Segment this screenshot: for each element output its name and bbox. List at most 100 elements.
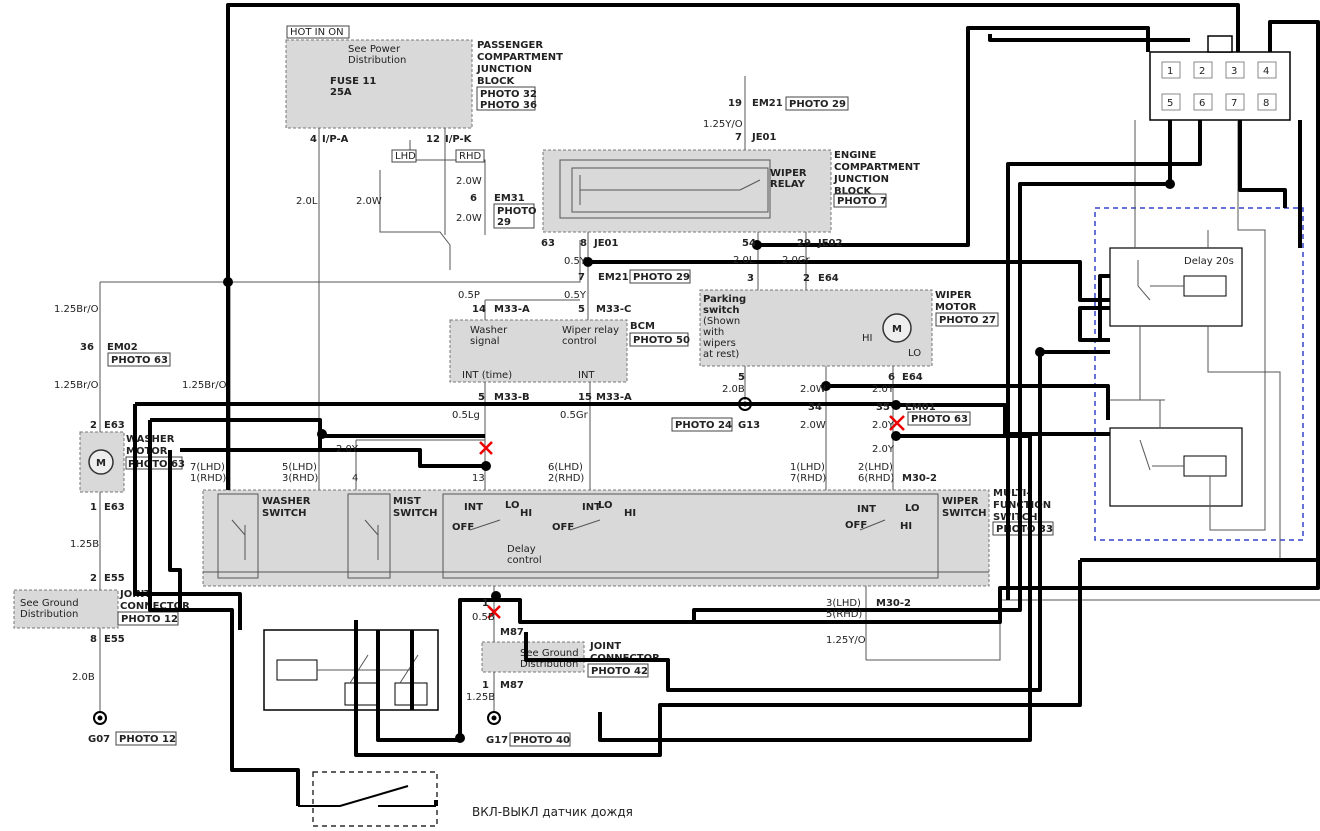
m33a-b: M33-A <box>596 392 632 403</box>
e55-b: E55 <box>104 634 125 645</box>
w05p: 0.5P <box>458 290 480 301</box>
hi-b: HI <box>624 508 636 519</box>
pcjb-2: COMPARTMENT <box>477 52 563 63</box>
washer-motor-m: M <box>96 458 106 469</box>
w20gr: 2.0Gr <box>782 255 811 266</box>
delay20-label: Delay 20s <box>1184 256 1234 267</box>
m302-b: M30-2 <box>876 598 911 609</box>
je01-7: 7 <box>735 132 742 143</box>
p2rhd: 2(RHD) <box>548 473 584 484</box>
em21-7: 7 <box>578 272 585 283</box>
p5: 5 <box>738 372 745 383</box>
w20w-d: 2.0W <box>800 384 826 395</box>
w20y-c: 2.0Y <box>872 444 895 455</box>
wiper-motor-1: WIPER <box>935 290 972 301</box>
p13: 13 <box>472 473 485 484</box>
em21-19: 19 <box>728 98 742 109</box>
photo29: PHOTO 29 <box>789 99 846 110</box>
e55-8: 8 <box>90 634 97 645</box>
pin-1: 1 <box>1167 66 1173 77</box>
e55: E55 <box>104 573 125 584</box>
p35: 35 <box>876 402 890 413</box>
je01: JE01 <box>751 132 777 143</box>
parking-3: (Shown <box>703 316 740 327</box>
p6rhd: 6(RHD) <box>858 473 894 484</box>
photo63: PHOTO 63 <box>111 355 168 366</box>
pin12: 12 <box>426 134 440 145</box>
ecjb-3: JUNCTION <box>833 174 889 185</box>
fuse-label: FUSE 11 <box>330 76 376 87</box>
p1lhd: 1(LHD) <box>790 462 825 473</box>
m33a: M33-A <box>494 304 530 315</box>
photo32: PHOTO 32 <box>480 89 537 100</box>
photo7: PHOTO 7 <box>837 196 887 207</box>
wiper-relay-ctrl-2: control <box>562 336 597 347</box>
int-c: INT <box>857 504 876 515</box>
em21-b: EM21 <box>598 272 629 283</box>
m87-1b: 1 <box>482 680 489 691</box>
wiper-relay-2: RELAY <box>770 179 806 190</box>
pin-6: 6 <box>1199 98 1205 109</box>
m33b-5: 5 <box>478 392 485 403</box>
photo12-b: PHOTO 12 <box>119 734 176 745</box>
m33c-5: 5 <box>578 304 585 315</box>
wiper-relay-1: WIPER <box>770 168 807 179</box>
ecjb-2: COMPARTMENT <box>834 162 920 173</box>
m87-1: 1 <box>482 598 489 609</box>
photo36: PHOTO 36 <box>480 100 537 111</box>
w125bro: 1.25Br/O <box>54 304 99 315</box>
ecjb-4: BLOCK <box>834 186 872 197</box>
pin-4: 4 <box>1263 66 1269 77</box>
wiper-motor-2: MOTOR <box>935 302 977 313</box>
pcjb-3: JUNCTION <box>476 64 532 75</box>
p2: 2 <box>803 273 810 284</box>
w05y: 0.5Y <box>564 256 587 267</box>
original-wires <box>99 76 1320 712</box>
hot-in-on-label: HOT IN ON <box>290 27 344 38</box>
washer-motor-2: MOTOR <box>126 446 168 457</box>
mist-switch-2: SWITCH <box>393 508 437 519</box>
delay-module-outline <box>1094 207 1304 541</box>
photo42: PHOTO 42 <box>591 666 648 677</box>
p7lhd: 7(LHD) <box>190 462 225 473</box>
g07: G07 <box>88 734 110 745</box>
w05b: 0.5B <box>472 612 495 623</box>
e63: E63 <box>104 420 125 431</box>
wiper-switch-2: SWITCH <box>942 508 986 519</box>
e64: E64 <box>818 273 839 284</box>
pin-2: 2 <box>1199 66 1205 77</box>
e63-b: E63 <box>104 502 125 513</box>
ipa: I/P-A <box>322 134 349 145</box>
parking-4: with <box>703 327 724 338</box>
see-ground-b-1: See Ground <box>520 648 579 659</box>
p7rhd: 7(RHD) <box>790 473 826 484</box>
hi-a: HI <box>520 508 532 519</box>
rhd: RHD <box>459 151 481 162</box>
p5lhd: 5(LHD) <box>282 462 317 473</box>
fuse-amp: 25A <box>330 87 352 98</box>
e63-1: 1 <box>90 502 97 513</box>
m33c: M33-C <box>596 304 631 315</box>
je01-b: JE01 <box>593 238 619 249</box>
w125yo-b: 1.25Y/O <box>826 635 866 646</box>
pin-5: 5 <box>1167 98 1173 109</box>
lo-label: LO <box>908 348 921 359</box>
em31: EM31 <box>494 193 525 204</box>
photo12: PHOTO 12 <box>121 614 178 625</box>
wiper-switch-1: WIPER <box>942 496 979 507</box>
washer-switch-2: SWITCH <box>262 508 306 519</box>
int-time: INT (time) <box>462 370 512 381</box>
em21: EM21 <box>752 98 783 109</box>
mfs-2: FUNCTION <box>993 500 1051 511</box>
pcjb-1: PASSENGER <box>477 40 543 51</box>
w125b: 1.25B <box>70 539 99 550</box>
joint-connector-m87 <box>481 641 585 673</box>
em02: EM02 <box>107 342 138 353</box>
p3rhd: 3(RHD) <box>282 473 318 484</box>
photo63-b: PHOTO 63 <box>128 459 185 470</box>
w125bro-c: 1.25Br/O <box>182 380 227 391</box>
w125bro-b: 1.25Br/O <box>54 380 99 391</box>
photo29-b: PHOTO 29 <box>633 272 690 283</box>
photo63-c: PHOTO 63 <box>911 414 968 425</box>
